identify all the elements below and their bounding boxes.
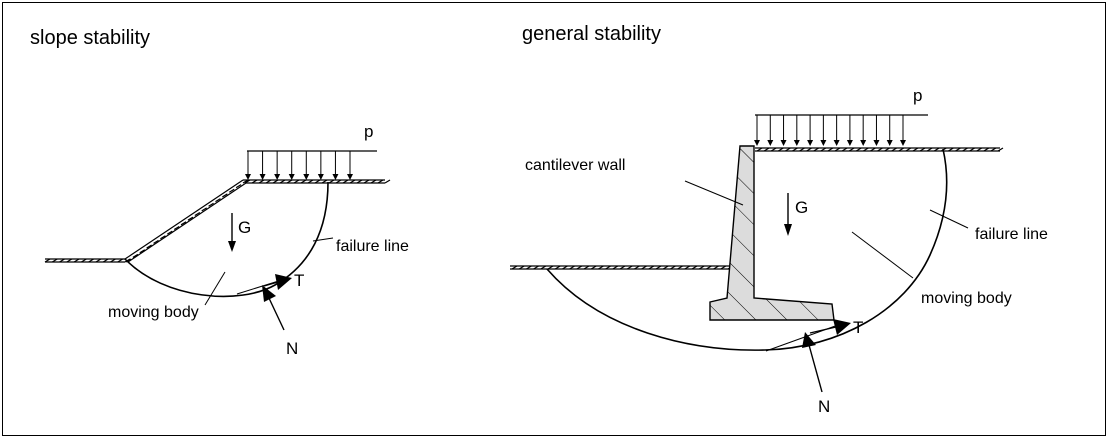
general-tangent-label: T [853,318,863,337]
general-stability-diagram: general stability p G [510,23,1048,416]
general-ground-surface [510,147,1004,270]
general-surcharge-load [754,114,928,146]
general-load-label: p [913,86,922,105]
general-failure-label: failure line [975,226,1048,243]
wall-label: cantilever wall [525,157,625,174]
slope-normal-label: N [286,339,298,358]
general-normal-arrow [802,332,823,393]
general-stability-title: general stability [522,23,661,45]
slope-tangent-label: T [294,271,304,290]
slope-failure-leader [312,237,334,242]
slope-stability-title: slope stability [30,27,150,49]
general-load-arrows [754,115,906,146]
slope-load-label: p [364,122,373,141]
slope-weight-label: G [238,218,251,237]
slope-weight-arrow [228,213,236,252]
slope-body-leader [204,271,226,306]
slope-body-label: moving body [108,304,199,321]
slope-failure-line [124,181,329,298]
general-body-leader [851,231,914,279]
slope-load-arrows [245,151,353,180]
wall-leader [684,180,744,206]
slope-surcharge-load [245,150,377,180]
slope-normal-arrow [262,285,285,331]
cantilever-wall-hatching [710,146,834,320]
general-weight-label: G [795,198,808,217]
general-failure-leader [929,209,969,229]
slope-failure-label: failure line [336,238,409,255]
general-normal-label: N [818,397,830,416]
general-body-label: moving body [921,290,1012,307]
slope-stability-diagram: slope stability p G [30,27,409,358]
slope-tangent-arrow [263,274,292,290]
general-weight-arrow [784,193,792,236]
general-failure-line [546,148,948,351]
slope-ground-surface [44,179,391,263]
general-tangent-arrow [809,319,851,335]
